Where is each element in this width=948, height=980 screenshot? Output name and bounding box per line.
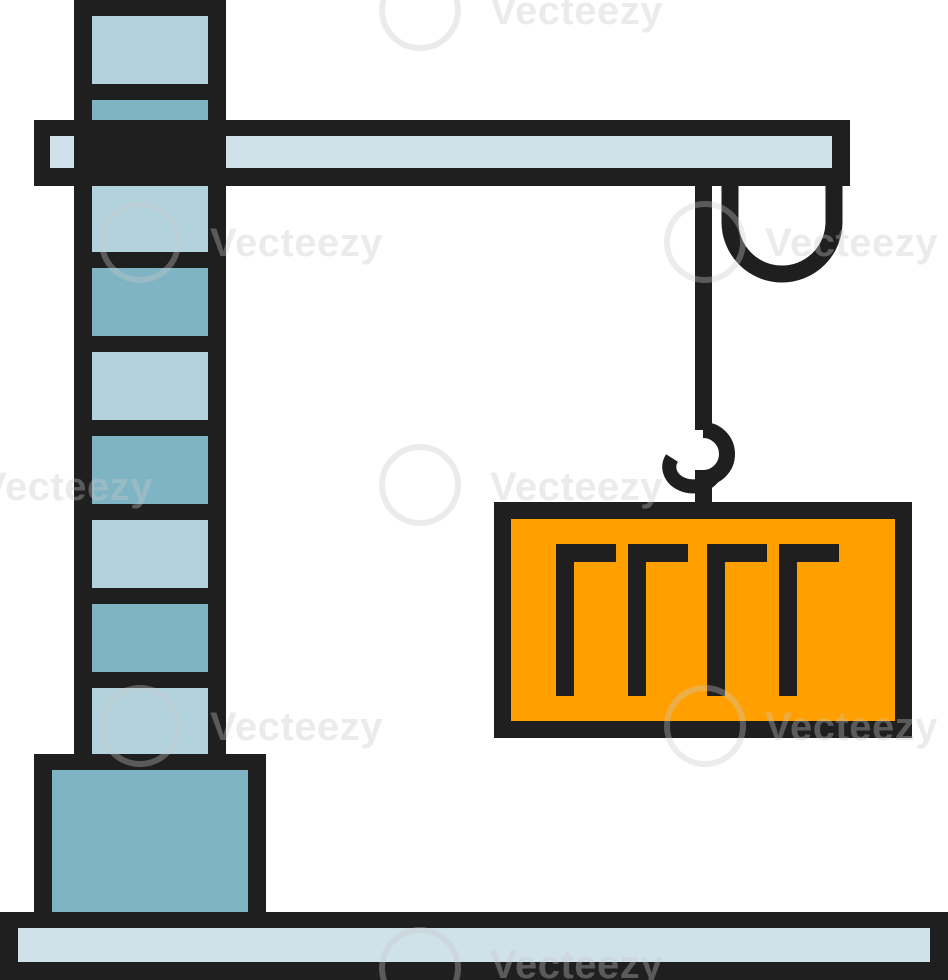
svg-text:Vecteezy: Vecteezy [490,943,663,980]
svg-text:Vecteezy: Vecteezy [0,465,153,509]
crane-jib [34,120,850,186]
svg-text:Vecteezy: Vecteezy [210,221,383,265]
hook-icon [662,422,735,506]
svg-text:Vecteezy: Vecteezy [210,705,383,749]
watermark-logo [99,0,746,980]
svg-text:Vecteezy: Vecteezy [490,0,663,33]
cargo-container [494,502,912,738]
svg-text:Vecteezy: Vecteezy [490,465,663,509]
tower-foundation [34,754,266,928]
svg-text:Vecteezy: Vecteezy [765,221,938,265]
tower-mast [74,0,226,770]
trolley-loop [721,186,843,283]
svg-text:Vecteezy: Vecteezy [765,705,938,749]
hoist-cable [695,186,712,430]
container-ribs [556,544,839,696]
ground-base [0,912,948,980]
